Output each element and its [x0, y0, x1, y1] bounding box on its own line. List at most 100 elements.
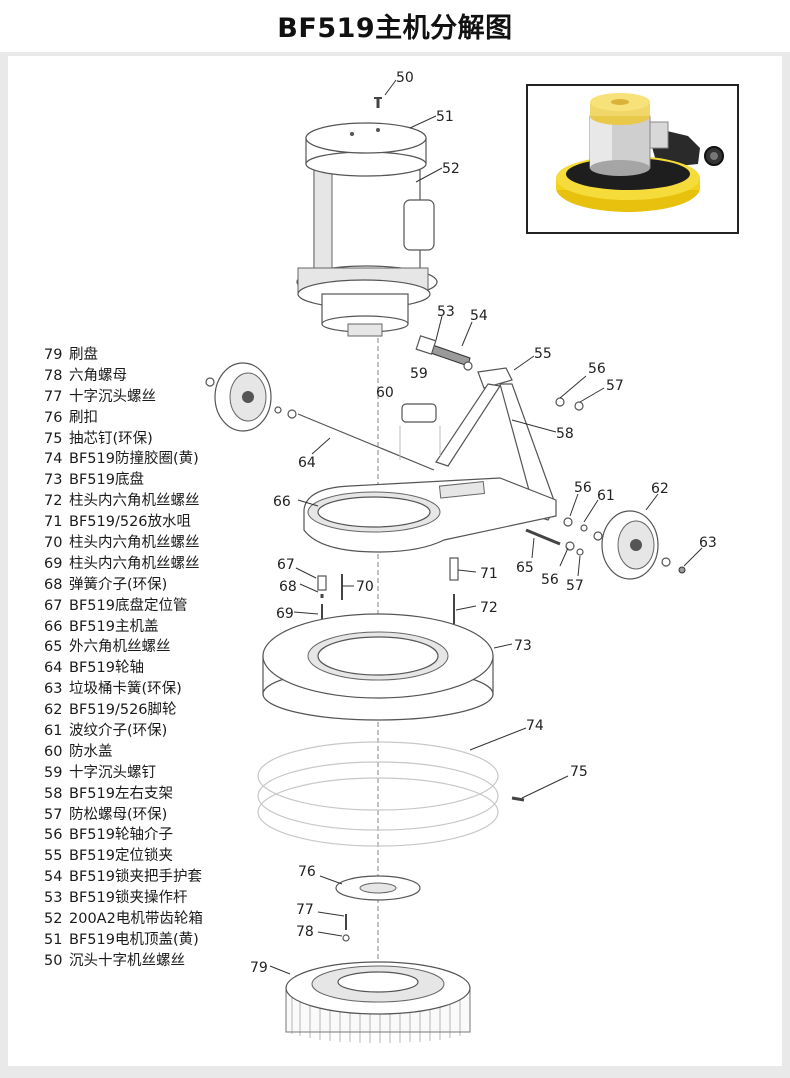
legend-part-name: BF519锁夹操作杆 [69, 890, 188, 907]
part-51-motor-top-cap [305, 122, 427, 177]
callout-57b: 57 [566, 578, 584, 594]
legend-part-name: 外六角机丝螺丝 [69, 639, 171, 656]
legend-part-name: 刷扣 [69, 409, 98, 426]
part-76-brush-clip [335, 875, 421, 901]
legend-part-name: 弹簧介子(环保) [69, 576, 168, 593]
legend-item: 70 柱头内六角机丝螺丝 [44, 533, 203, 554]
legend-part-name: 沉头十字机丝螺丝 [69, 952, 185, 969]
legend-part-name: BF519主机盖 [69, 618, 159, 635]
callout-66: 66 [273, 494, 291, 510]
callout-76: 76 [298, 864, 316, 880]
callout-61: 61 [597, 488, 615, 504]
legend-part-name: 十字沉头螺钉 [69, 764, 156, 781]
legend-part-name: BF519轮轴 [69, 660, 144, 677]
legend-item: 73 BF519底盘 [44, 470, 203, 491]
legend-part-name: 刷盘 [69, 347, 98, 363]
callout-68: 68 [279, 579, 297, 595]
legend-part-name: BF519锁夹把手护套 [69, 869, 202, 886]
legend-number: 55 [44, 848, 63, 865]
callout-79: 79 [250, 960, 268, 976]
legend-number: 61 [44, 723, 63, 740]
callout-71: 71 [480, 566, 498, 582]
part-65-bolt [525, 528, 561, 546]
callout-54: 54 [470, 308, 488, 324]
legend-item: 57 防松螺母(环保) [44, 805, 203, 826]
legend-number: 57 [44, 806, 63, 823]
part-71-72-drain [449, 557, 459, 624]
legend-number: 71 [44, 514, 63, 531]
floor-machine-photo-icon [556, 93, 724, 212]
callout-75: 75 [570, 764, 588, 780]
legend-part-name: 柱头内六角机丝螺丝 [69, 535, 200, 552]
legend-number: 51 [44, 931, 63, 948]
legend-item: 62 BF519/526脚轮 [44, 700, 203, 721]
legend-item: 50 沉头十字机丝螺丝 [44, 951, 203, 972]
callout-57a: 57 [606, 378, 624, 394]
legend-item: 51 BF519电机顶盖(黄) [44, 930, 203, 951]
callout-64: 64 [298, 455, 316, 471]
part-74-bumper-ring [257, 741, 499, 847]
legend-part-name: BF519电机顶盖(黄) [69, 931, 199, 948]
part-62-wheel-right [563, 510, 686, 580]
legend-number: 78 [44, 367, 63, 384]
callout-53: 53 [437, 304, 455, 320]
legend-number: 77 [44, 388, 63, 405]
legend-number: 73 [44, 472, 63, 489]
legend-item: 65 外六角机丝螺丝 [44, 637, 203, 658]
callout-62: 62 [651, 481, 669, 497]
legend-part-name: 十字沉头螺丝 [69, 388, 156, 405]
legend-number: 75 [44, 430, 63, 447]
callout-74: 74 [526, 718, 544, 734]
legend-part-name: BF519防撞胶圈(黄) [69, 451, 199, 468]
legend-number: 72 [44, 493, 63, 510]
legend-number: 62 [44, 702, 63, 719]
legend-number: 56 [44, 827, 63, 844]
part-66-main-cover [303, 477, 557, 553]
legend-number: 54 [44, 869, 63, 886]
callout-56b: 56 [574, 480, 592, 496]
part-53-54-lock-lever [415, 335, 473, 371]
legend-part-name: BF519/526脚轮 [69, 702, 177, 719]
page-title: BF519主机分解图 [277, 13, 513, 44]
legend-part-name: 防松螺母(环保) [69, 806, 168, 823]
legend-number: 70 [44, 535, 63, 552]
legend-number: 63 [44, 681, 63, 698]
legend-item: 74 BF519防撞胶圈(黄) [44, 449, 203, 470]
part-60-waterproof-cover [399, 403, 441, 460]
legend-number: 74 [44, 451, 63, 468]
legend-part-name: BF519底盘 [69, 472, 144, 489]
callout-70: 70 [356, 579, 374, 595]
callout-60: 60 [376, 385, 394, 401]
legend-part-name: BF519定位锁夹 [69, 848, 173, 865]
legend-number: 67 [44, 597, 63, 614]
callout-52: 52 [442, 161, 460, 177]
legend-number: 79 [44, 347, 63, 363]
callout-51: 51 [436, 109, 454, 125]
leader-lines [269, 79, 703, 975]
callout-50: 50 [396, 70, 414, 86]
legend-number: 50 [44, 952, 63, 969]
legend-part-name: 柱头内六角机丝螺丝 [69, 493, 200, 510]
callout-69: 69 [276, 606, 294, 622]
part-64-axle [297, 413, 435, 471]
legend-number: 65 [44, 639, 63, 656]
part-62-wheel-left [205, 362, 297, 432]
callout-56c: 56 [541, 572, 559, 588]
part-52-motor [296, 169, 438, 337]
legend-item: 79 刷盘 [44, 345, 203, 366]
legend-part-name: 柱头内六角机丝螺丝 [69, 555, 200, 572]
